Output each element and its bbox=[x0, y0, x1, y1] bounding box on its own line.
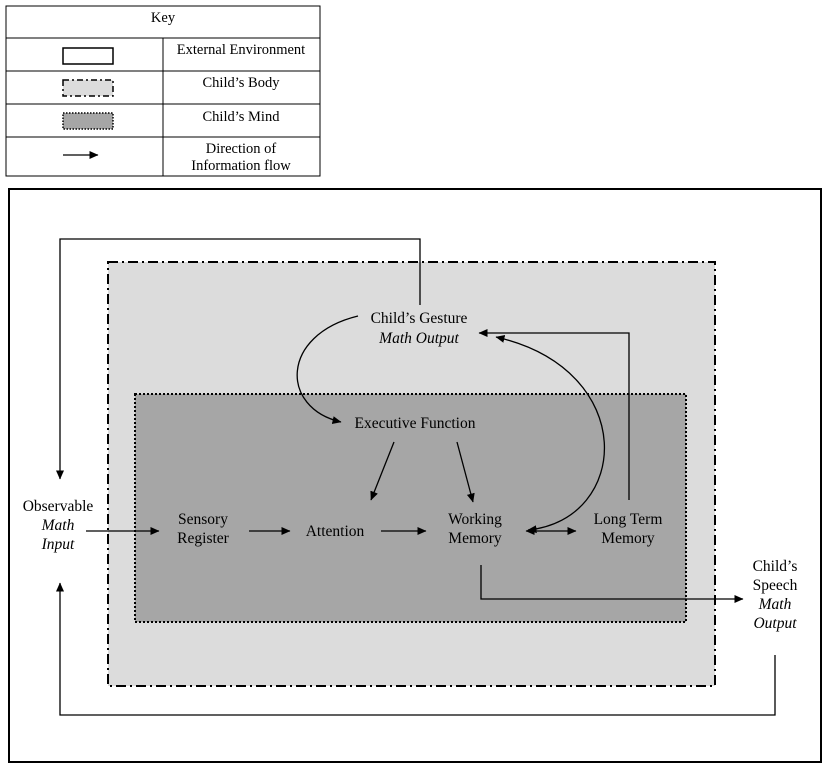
observable-label-line2: Math bbox=[41, 517, 75, 534]
body-swatch bbox=[62, 79, 114, 97]
speech-label-line1: Child’s bbox=[753, 558, 798, 575]
key-legend: Key External Environment Child’s Body Ch… bbox=[5, 5, 321, 177]
childs-mind-box bbox=[134, 393, 687, 623]
mind-swatch bbox=[62, 112, 114, 130]
working-to-speech-arrow bbox=[480, 565, 744, 603]
gesture-label-line2: Math Output bbox=[378, 330, 459, 347]
gesture-to-executive-curve bbox=[296, 315, 359, 424]
speech-label-line4: Output bbox=[753, 615, 797, 632]
executive-to-working-arrow bbox=[456, 441, 475, 503]
longterm-memory-label-line2: Memory bbox=[601, 530, 655, 547]
longterm-memory-label-line1: Long Term bbox=[594, 511, 663, 528]
speech-label-line2: Speech bbox=[753, 577, 798, 594]
key-label-body: Child’s Body bbox=[203, 75, 281, 91]
observable-label-line3: Input bbox=[41, 536, 75, 553]
speech-label-line3: Math bbox=[758, 596, 792, 613]
executive-to-attention-arrow bbox=[370, 441, 395, 501]
observable-label-line1: Observable bbox=[23, 498, 94, 515]
working-memory-label-line1: Working bbox=[448, 511, 502, 528]
sensory-label-line2: Register bbox=[177, 530, 229, 547]
attention-label: Attention bbox=[306, 523, 365, 540]
key-label-arrow-line1: Direction of bbox=[206, 141, 277, 157]
key-label-environment: External Environment bbox=[177, 42, 305, 58]
gesture-label-line1: Child’s Gesture bbox=[371, 310, 468, 327]
longterm-to-gesture-arrow bbox=[478, 329, 630, 500]
key-label-arrow-line2: Information flow bbox=[191, 158, 291, 174]
gesture-working-double-curve bbox=[495, 335, 606, 534]
key-title: Key bbox=[151, 10, 176, 26]
speech-feedback-arrow bbox=[56, 582, 776, 716]
gesture-feedback-arrow bbox=[56, 238, 421, 480]
executive-function-label: Executive Function bbox=[355, 415, 476, 432]
working-memory-label-line2: Memory bbox=[448, 530, 502, 547]
key-label-mind: Child’s Mind bbox=[203, 109, 281, 125]
sensory-label-line1: Sensory bbox=[178, 511, 228, 528]
environment-swatch bbox=[62, 47, 114, 65]
